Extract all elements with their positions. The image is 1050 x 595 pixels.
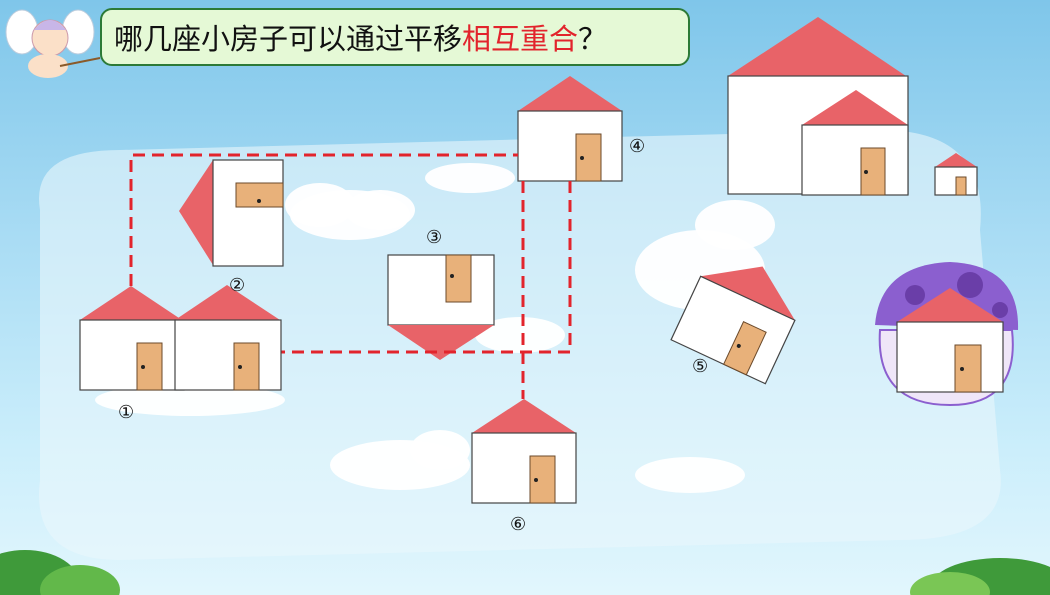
svg-text:⑥: ⑥ [510,514,526,535]
green-bush-icon [0,550,1050,595]
question-banner: 哪几座小房子可以通过平移相互重合？ [100,8,690,66]
house-5 [670,266,796,385]
question-suffix: ？ [578,22,608,56]
label-1: ① [118,402,134,423]
cupid-angel-icon [5,9,101,78]
svg-text:⑤: ⑤ [692,356,708,377]
label-6: ⑥ [510,514,526,535]
translation-path [129,153,572,399]
house-1 [79,286,185,391]
house-1-translated [174,285,282,391]
label-4: ④ [629,136,645,157]
house-2 [179,159,284,267]
nested-house [801,90,909,196]
question-prefix: 哪几座小房子可以通过平移 [114,22,463,56]
cloud-6 [475,317,565,353]
house-4 [517,76,623,182]
svg-text:④: ④ [629,136,645,157]
cloud-2 [425,163,515,193]
label-3: ③ [426,227,442,248]
svg-text:②: ② [229,275,245,296]
cloud-5 [635,457,745,493]
label-5: ⑤ [692,356,708,377]
svg-text:③: ③ [426,227,442,248]
question-highlight: 相互重合 [462,22,579,56]
cloud-4 [330,430,470,490]
cloud-1 [285,183,415,240]
small-house [934,153,978,196]
svg-text:①: ① [118,402,134,423]
house-6 [471,399,577,504]
cloud-7 [95,384,285,416]
mushroom-house-icon [875,262,1019,407]
label-2: ② [229,275,245,296]
question-text: 哪几座小房子可以通过平移相互重合？ [102,16,607,58]
house-3 [387,254,495,360]
